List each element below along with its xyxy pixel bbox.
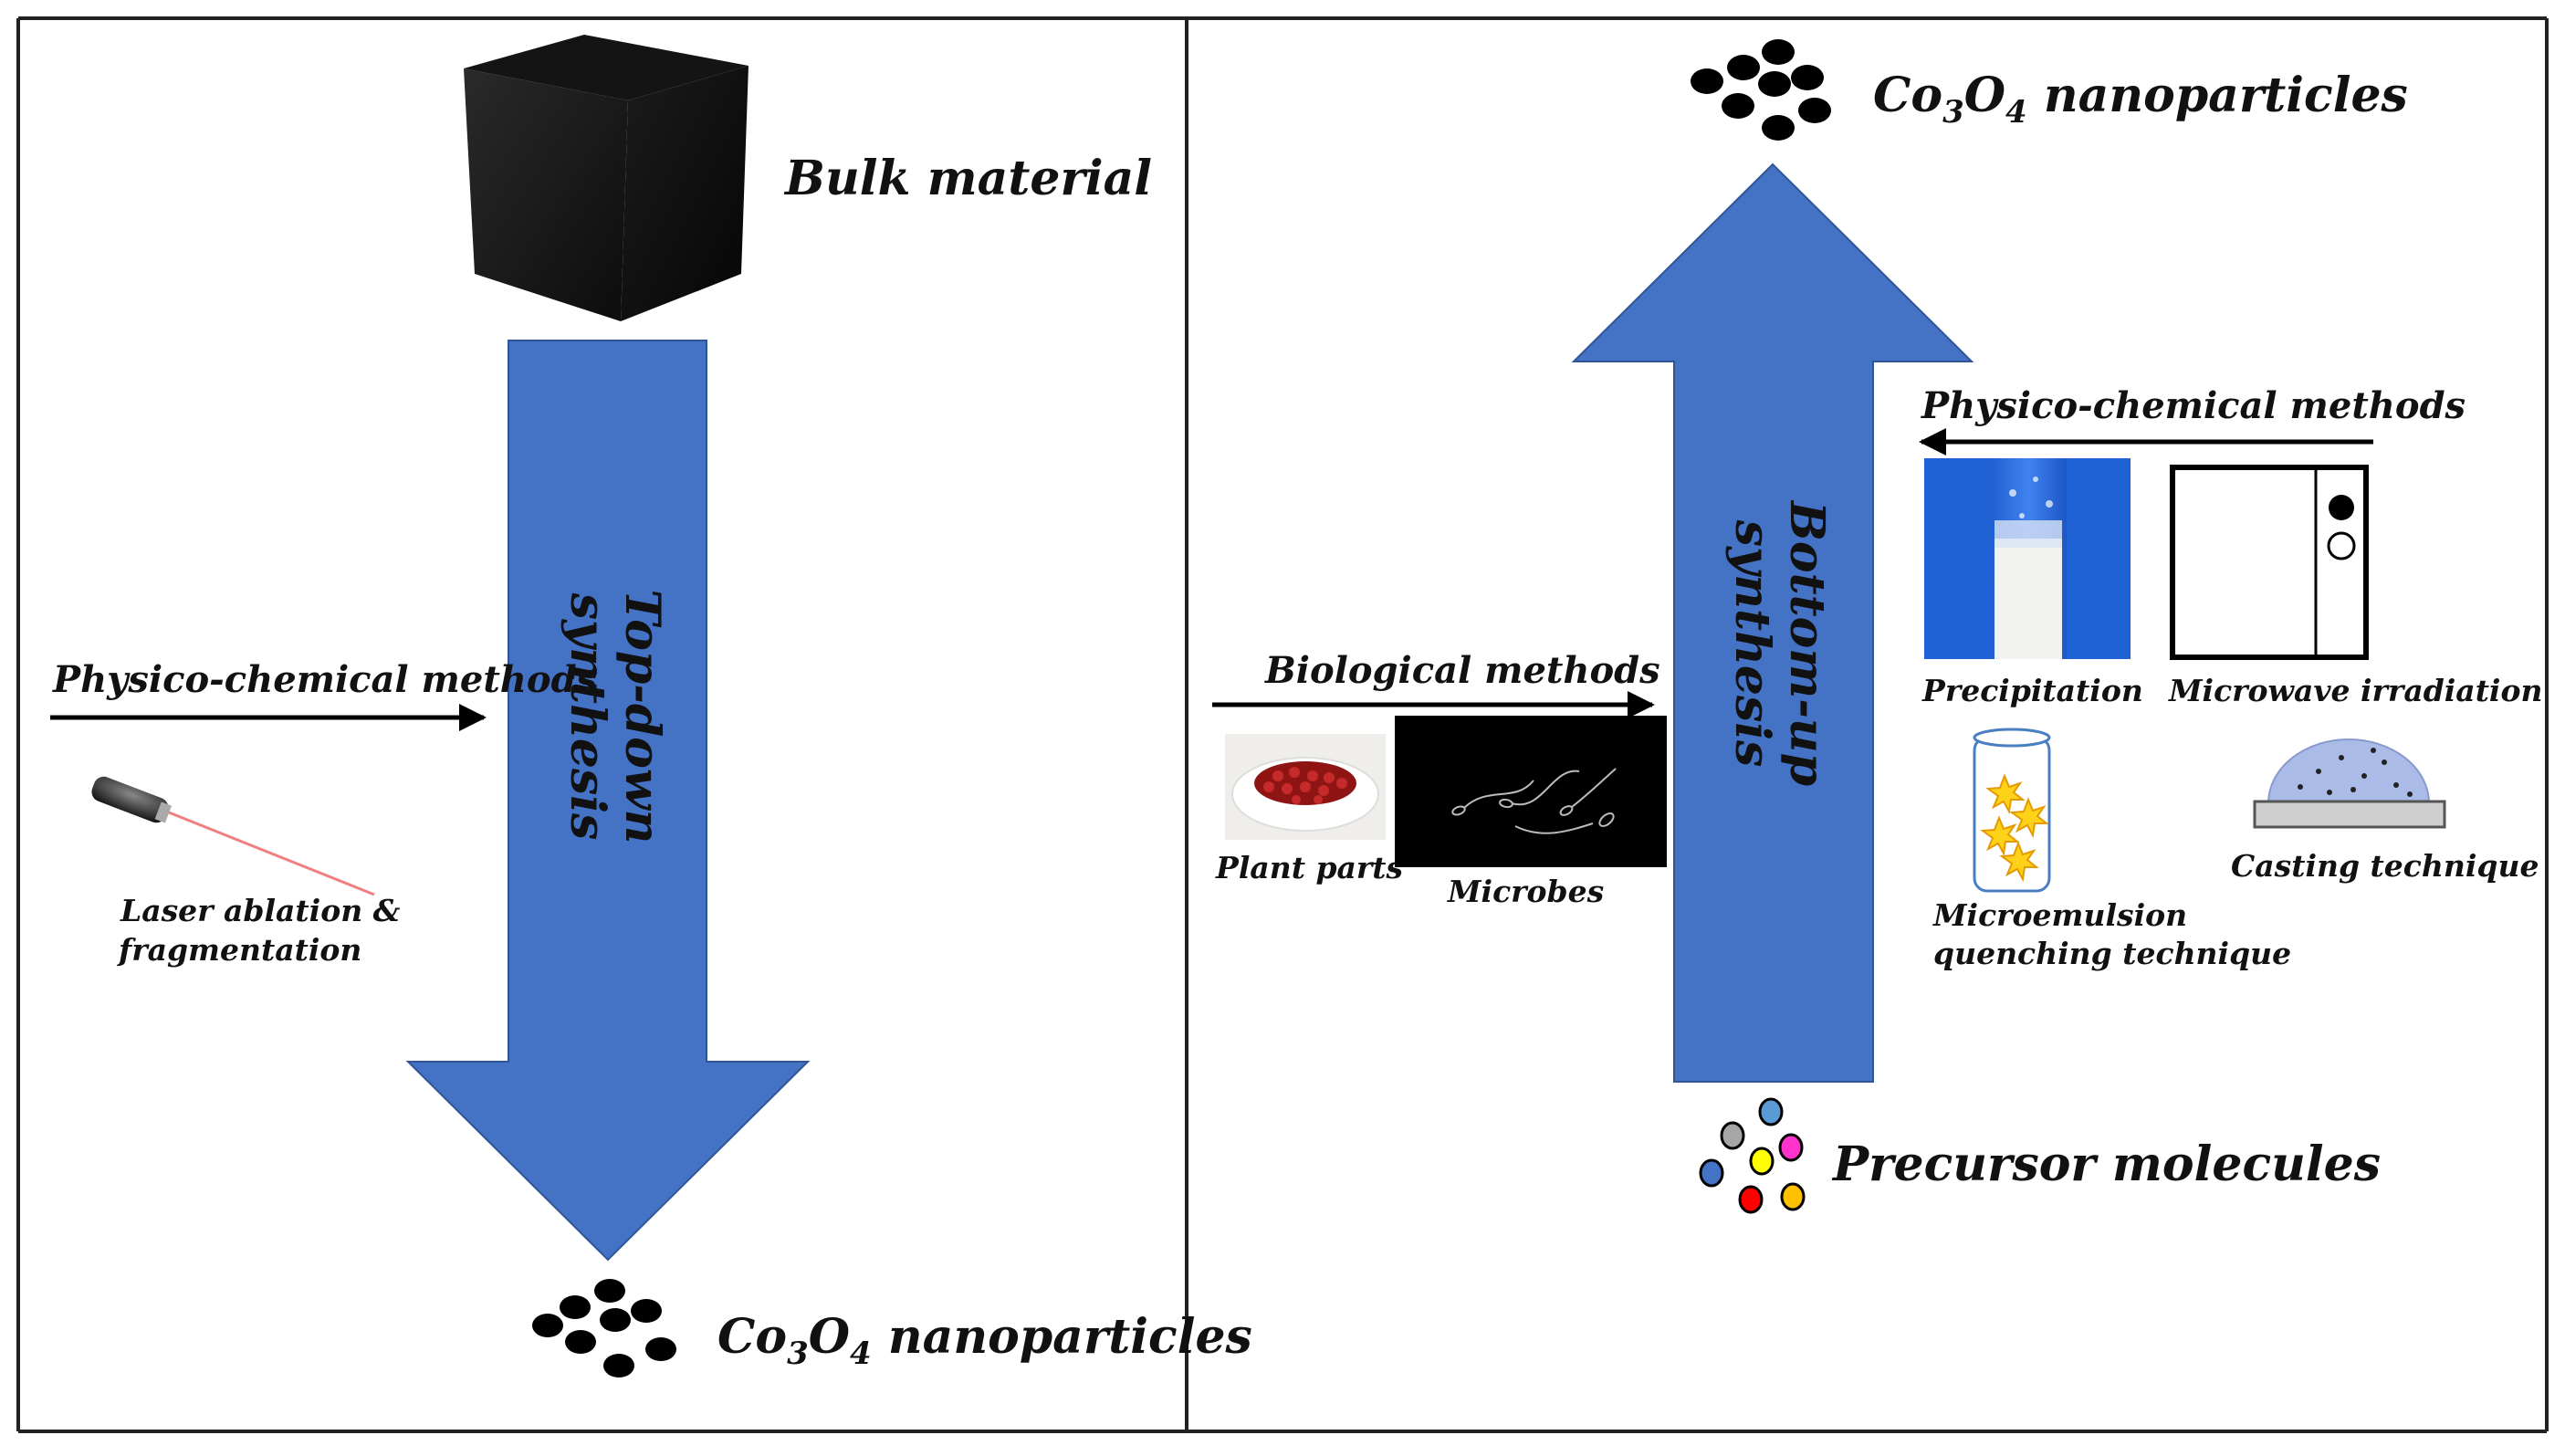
left-physico-label: Physico-chemical methods — [52, 658, 597, 701]
microemulsion-label-line2: quenching technique — [1933, 936, 2291, 971]
laser-pointer-icon — [91, 776, 375, 896]
left-nanoparticles-icon — [532, 1279, 676, 1377]
top-down-arrow — [405, 340, 811, 1262]
precipitation-image — [1924, 458, 2131, 659]
bulk-material-label: Bulk material — [783, 151, 1152, 206]
right-panel: Co3O4 nanoparticles Bottom-up synthesis … — [1212, 39, 2542, 1214]
microbes-image — [1395, 716, 1667, 867]
right-physico-label: Physico-chemical methods — [1921, 384, 2466, 427]
casting-label: Casting technique — [2231, 848, 2539, 884]
biological-label: Biological methods — [1264, 649, 1660, 692]
laser-label-line1: Laser ablation & — [120, 893, 401, 928]
microwave-icon — [2170, 465, 2369, 660]
bulk-cube-icon — [464, 35, 749, 321]
microemulsion-label-line1: Microemulsion — [1932, 897, 2187, 933]
top-down-label-line2: synthesis — [560, 592, 615, 841]
casting-technique-icon — [2253, 738, 2446, 829]
plant-parts-image — [1225, 734, 1386, 840]
laser-label-line2: fragmentation — [117, 932, 361, 968]
bottom-up-label-line1: Bottom-up — [1779, 499, 1835, 786]
left-panel: Bulk material Top-down synthesis Physico… — [50, 35, 1252, 1377]
precipitation-label: Precipitation — [1921, 673, 2143, 708]
top-down-label: Top-down synthesis — [560, 590, 670, 844]
microwave-label: Microwave irradiation — [2168, 673, 2542, 708]
left-product-label: Co3O4 nanoparticles — [717, 1309, 1252, 1372]
precursor-label: Precursor molecules — [1831, 1137, 2381, 1192]
bottom-up-arrow — [1571, 162, 1974, 1083]
bottom-up-label: Bottom-up synthesis — [1724, 499, 1835, 786]
precursor-molecules-icon — [1699, 1097, 1806, 1214]
bottom-up-label-line2: synthesis — [1724, 519, 1780, 768]
panel-frames — [16, 16, 2549, 1433]
plant-parts-label: Plant parts — [1215, 850, 1403, 885]
right-product-label: Co3O4 nanoparticles — [1873, 68, 2408, 131]
right-nanoparticles-icon — [1691, 39, 1831, 141]
microemulsion-tube-icon — [1973, 728, 2051, 893]
microbes-label: Microbes — [1447, 874, 1604, 909]
top-down-label-line1: Top-down — [614, 590, 670, 844]
